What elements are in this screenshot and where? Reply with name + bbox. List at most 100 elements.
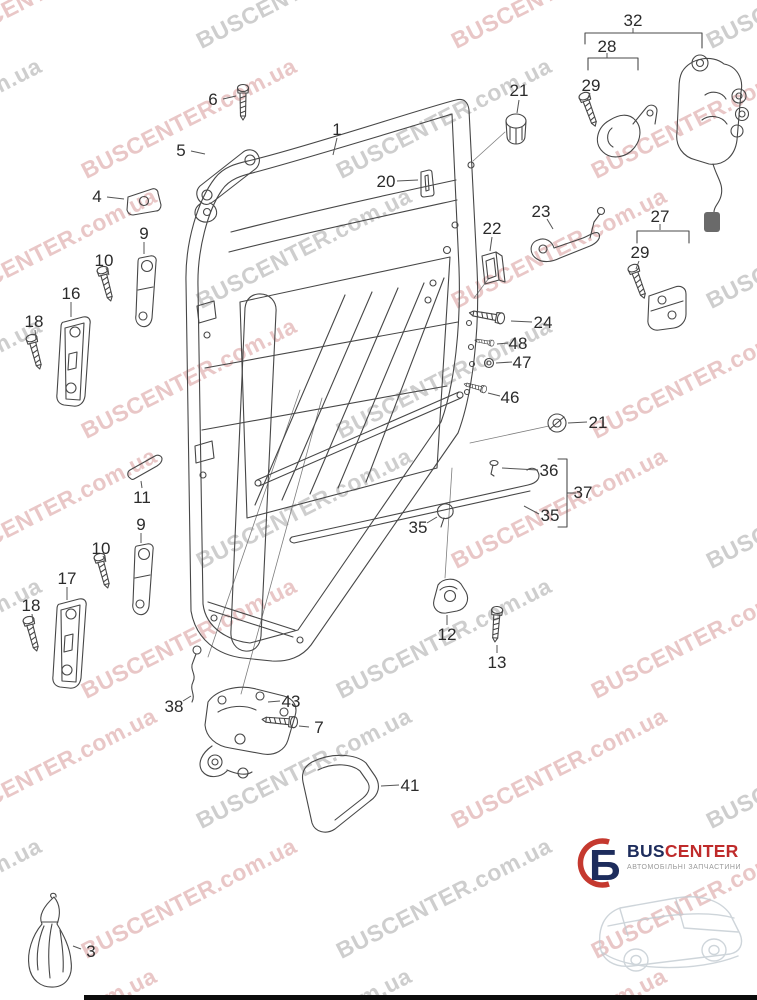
part-label-11: 11 [133, 488, 151, 507]
part-11-strip [127, 454, 163, 480]
callout-leader-line [182, 695, 192, 702]
part-label-18: 18 [22, 596, 41, 615]
part-label-29: 29 [582, 76, 601, 95]
part-label-32: 32 [624, 11, 643, 30]
part-21b-buffer [547, 413, 567, 433]
part-18b-screw [21, 614, 43, 653]
callout-leader-line [72, 945, 82, 950]
callout-leader-line [34, 329, 37, 341]
part-label-48: 48 [509, 334, 528, 353]
part-label-36: 36 [540, 461, 559, 480]
callout-leader-line [487, 392, 501, 397]
part-9a-hinge [135, 255, 157, 328]
part-47-nut [483, 357, 495, 369]
callout-leader-line [516, 99, 520, 114]
buscenter-logo-mark: Б [577, 838, 621, 890]
part-label-29: 29 [631, 243, 650, 262]
part-label-9: 9 [136, 515, 145, 534]
part-label-7: 7 [314, 718, 323, 737]
callout-leader-line [105, 267, 110, 276]
part-36-pin [489, 459, 499, 477]
callout-leader-line [140, 480, 143, 489]
part-label-46: 46 [501, 388, 520, 407]
door-panel [185, 98, 479, 662]
callout-leader-line [396, 179, 419, 182]
brand-tagline: АВТОМОБІЛЬНІ ЗАПЧАСТИНИ [627, 863, 742, 871]
part-label-41: 41 [401, 776, 420, 795]
brand-bus: BUS [627, 841, 665, 861]
callout-leader-line [380, 784, 400, 787]
callout-leader-line [510, 320, 533, 323]
part-label-9: 9 [139, 224, 148, 243]
part-label-10: 10 [95, 251, 114, 270]
callout-leader-line [332, 137, 338, 156]
callout-leader-line [523, 505, 540, 515]
brand-name: BUSCENTER [627, 841, 741, 861]
van-illustration [598, 896, 743, 972]
part-24-screw [467, 306, 506, 325]
part-38-cable [191, 645, 202, 703]
part-label-20: 20 [377, 172, 396, 191]
callout-leader-line [267, 700, 281, 703]
part-18a-screw [24, 332, 46, 371]
part-label-22: 22 [483, 219, 502, 238]
part-23-guide-arm [530, 206, 606, 263]
logo-letter: Б [589, 841, 621, 890]
part-21a-buffer [505, 113, 527, 145]
part-35-rod [289, 467, 540, 544]
callout-leader-line [586, 92, 591, 101]
door-seal [230, 293, 277, 652]
part-label-6: 6 [208, 90, 217, 109]
part-20-clip [420, 169, 435, 198]
part-label-35: 35 [541, 506, 560, 525]
part-label-5: 5 [176, 141, 185, 160]
callout-leader-line [222, 95, 237, 100]
callout-leader-line [426, 516, 438, 524]
bottom-edge-bar [84, 995, 757, 1000]
part-label-21: 21 [589, 413, 608, 432]
part-28-check-hook [596, 104, 658, 158]
callout-leader-line [496, 342, 509, 345]
part-4-shim [126, 188, 162, 216]
part-label-43: 43 [282, 692, 301, 711]
part-label-35: 35 [409, 518, 428, 537]
part-label-38: 38 [165, 697, 184, 716]
part-27-bracket [647, 285, 687, 331]
callout-leader-line [190, 150, 206, 155]
callout-leader-line [501, 467, 539, 471]
part-41-cover [301, 754, 379, 833]
callout-leader-line [489, 236, 493, 252]
callout-leader-line [635, 260, 640, 270]
callout-leader-line [31, 613, 34, 623]
brand-center: CENTER [664, 841, 739, 861]
part-label-27: 27 [651, 207, 670, 226]
part-46-bolt [462, 380, 488, 394]
part-22-striker-block [481, 251, 506, 285]
part-label-17: 17 [58, 569, 77, 588]
part-17-plate [52, 598, 87, 689]
part-label-3: 3 [86, 942, 95, 961]
part-label-13: 13 [488, 653, 507, 672]
part-35-clip [437, 503, 454, 528]
callout-leader-line [567, 421, 588, 424]
part-43-hinge-bracket [199, 686, 297, 779]
part-29a-screw [577, 90, 601, 129]
part-5-bracket [194, 149, 260, 223]
part-29b-screw [626, 262, 650, 301]
part-label-18: 18 [25, 312, 44, 331]
part-label-1: 1 [332, 120, 341, 139]
part-label-24: 24 [534, 313, 553, 332]
part-12-bracket [433, 578, 469, 614]
callout-leader-line [102, 555, 107, 563]
part-9b-hinge [132, 543, 154, 616]
part-3-grommet-boot [28, 892, 72, 988]
callout-leader-line [495, 361, 513, 364]
logo-crescent-icon [577, 838, 610, 888]
part-label-28: 28 [598, 37, 617, 56]
part-13-screw [488, 605, 504, 643]
part-label-4: 4 [92, 187, 101, 206]
part-10a-screw [95, 264, 117, 303]
part-6-screw [236, 83, 250, 121]
